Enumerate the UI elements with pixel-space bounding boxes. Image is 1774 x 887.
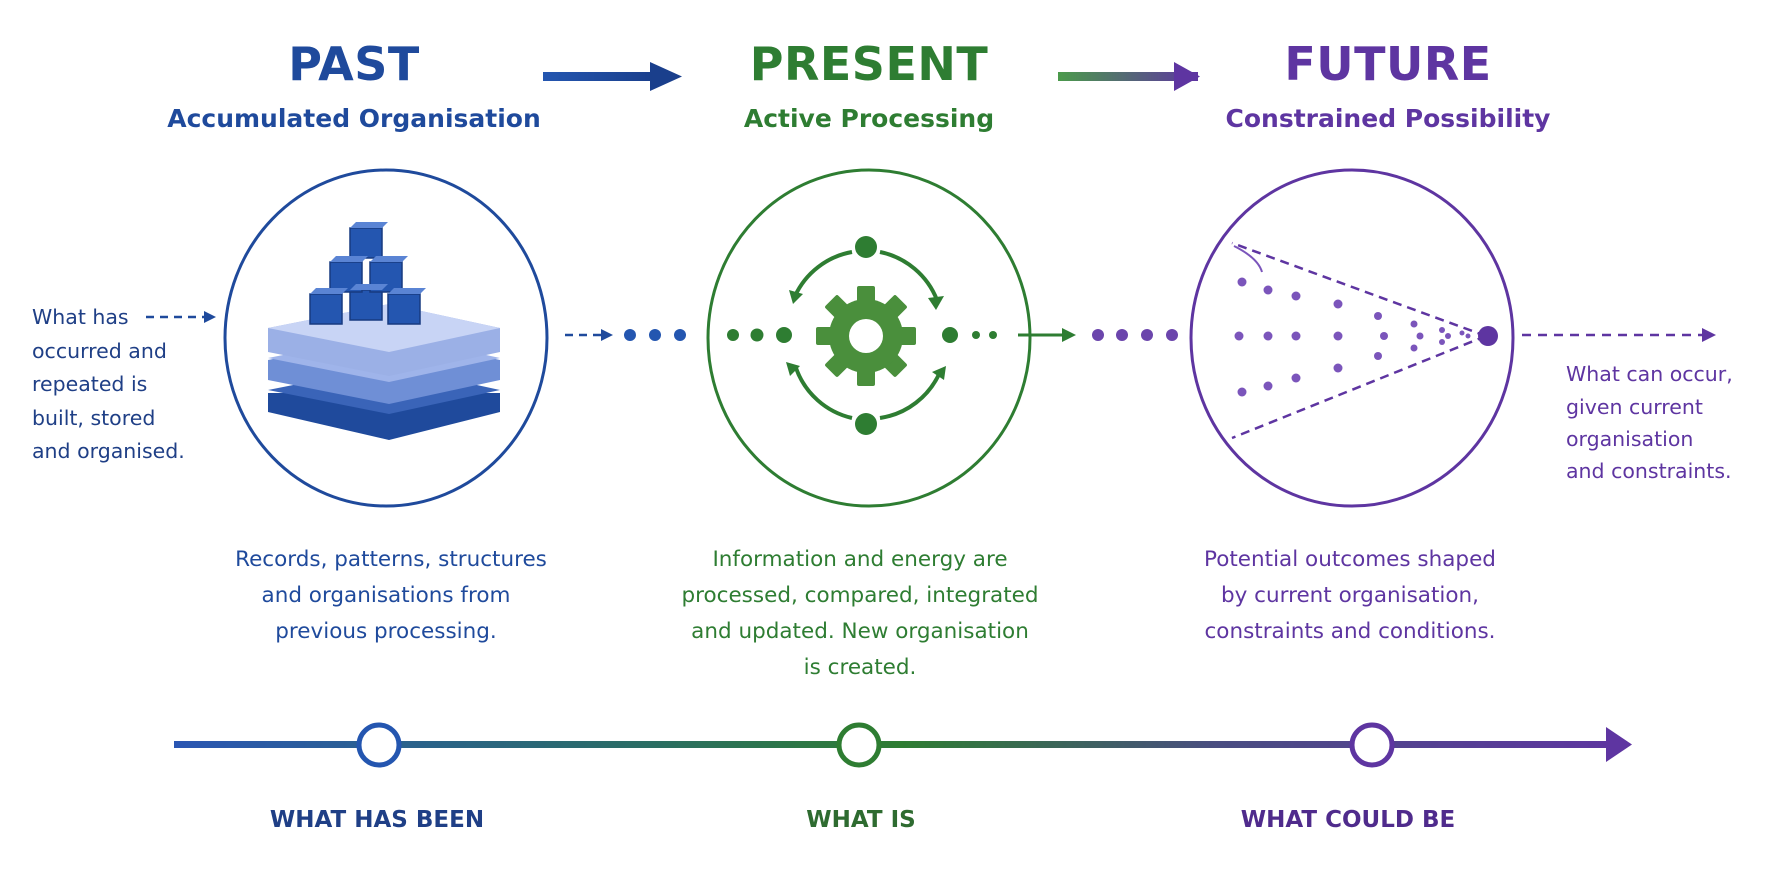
present-desc-line: and updated. New organisation [691, 619, 1029, 644]
future-subtitle: Constrained Possibility [1226, 104, 1551, 133]
past-to-present-arrow [543, 62, 682, 91]
future-desc-line: Potential outcomes shaped [1204, 547, 1496, 572]
right-note-line: organisation [1566, 427, 1693, 451]
present-description: Information and energy are processed, co… [681, 547, 1038, 680]
left-note-line: What has [32, 305, 129, 329]
present-desc-line: Information and energy are [712, 547, 1007, 572]
left-note-line: occurred and [32, 339, 167, 363]
past-desc-line: Records, patterns, structures [235, 547, 547, 572]
present-timeline-label: WHAT IS [806, 807, 915, 833]
left-note-line: repeated is [32, 372, 147, 396]
past-desc-line: and organisations from [262, 583, 511, 608]
stacked-layers-and-cubes-icon [268, 222, 500, 440]
present-timeline-node [836, 722, 882, 768]
present-to-future-arrow [1058, 62, 1200, 91]
right-note-line: What can occur, [1566, 362, 1733, 386]
future-desc-line: constraints and conditions. [1204, 619, 1495, 644]
right-note-line: and constraints. [1566, 459, 1732, 483]
present-subtitle: Active Processing [744, 104, 994, 133]
past-title: PAST [288, 37, 420, 91]
left-input-arrow [146, 311, 216, 323]
right-note-line: given current [1566, 395, 1703, 419]
past-timeline-label: WHAT HAS BEEN [270, 807, 484, 833]
future-description: Potential outcomes shaped by current org… [1204, 547, 1496, 644]
gear-with-cycle-arrows-icon [786, 236, 946, 435]
left-note: What has occurred and repeated is built,… [32, 305, 185, 463]
future-timeline-node [1349, 722, 1395, 768]
present-desc-line: is created. [804, 655, 917, 680]
future-timeline-label: WHAT COULD BE [1241, 807, 1455, 833]
present-to-future-connector [942, 327, 1178, 343]
past-timeline-node [356, 722, 402, 768]
past-to-present-connector [565, 327, 792, 343]
future-title: FUTURE [1284, 37, 1491, 91]
present-desc-line: processed, compared, integrated [681, 583, 1038, 608]
past-description: Records, patterns, structures and organi… [235, 547, 547, 644]
past-desc-line: previous processing. [275, 619, 496, 644]
timeline [174, 722, 1632, 768]
left-note-line: built, stored [32, 406, 155, 430]
right-note: What can occur, given current organisati… [1566, 362, 1733, 483]
past-subtitle: Accumulated Organisation [167, 104, 541, 133]
present-title: PRESENT [750, 37, 989, 91]
left-note-line: and organised. [32, 439, 185, 463]
possibility-cone-icon [1231, 241, 1498, 440]
right-output-arrow [1522, 328, 1716, 342]
future-desc-line: by current organisation, [1221, 583, 1479, 608]
